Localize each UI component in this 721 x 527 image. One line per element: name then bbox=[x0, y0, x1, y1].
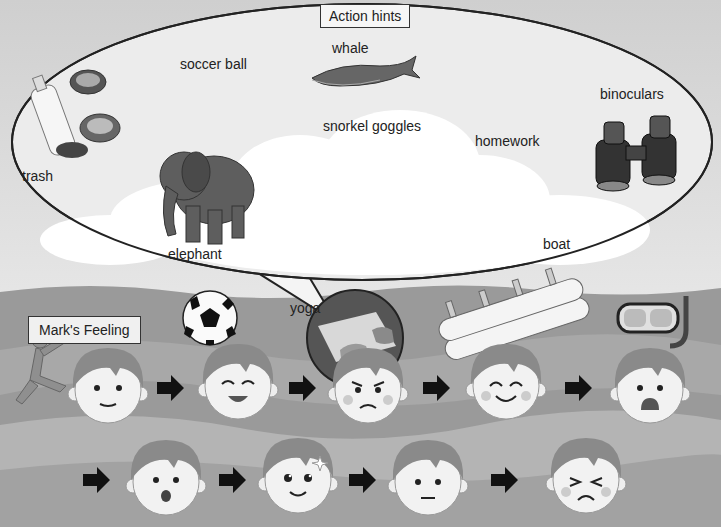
box-text: Action hints bbox=[329, 8, 401, 24]
hint-label: yoga bbox=[290, 300, 320, 316]
heading-box: Action hints bbox=[320, 4, 410, 28]
hint-label: soccer ball bbox=[180, 56, 247, 72]
label-box: Mark's Feeling bbox=[28, 316, 141, 344]
hint-label: binoculars bbox=[600, 86, 664, 102]
hint-label: elephant bbox=[168, 246, 222, 262]
hint-label: trash bbox=[22, 168, 53, 184]
box-text: Mark's Feeling bbox=[39, 322, 130, 338]
hint-label: whale bbox=[332, 40, 369, 56]
hint-label: homework bbox=[475, 133, 540, 149]
hint-label: snorkel goggles bbox=[323, 118, 421, 134]
hint-label: boat bbox=[543, 236, 570, 252]
